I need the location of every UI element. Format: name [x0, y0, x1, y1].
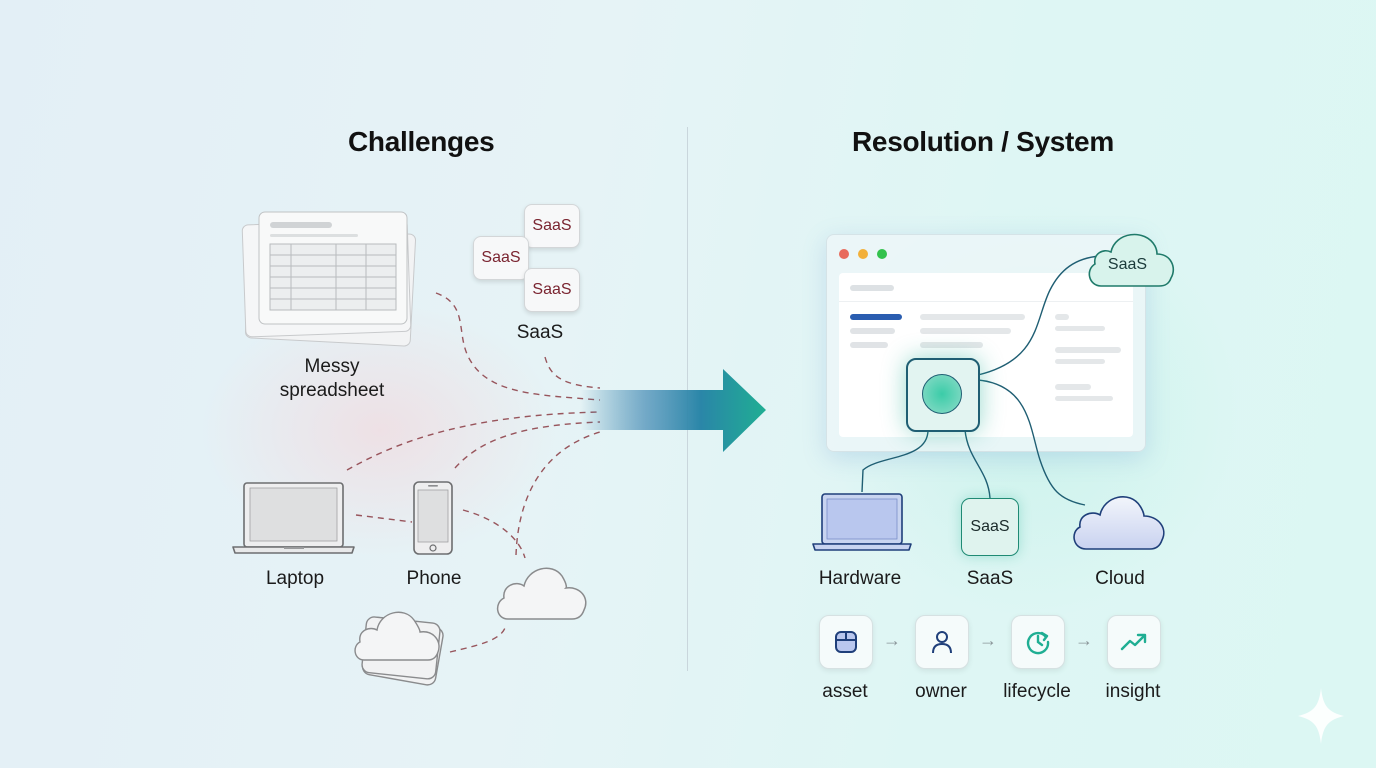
placeholder-bar: [920, 314, 1025, 320]
saas-box-text: SaaS: [970, 518, 1010, 535]
window-close-dot[interactable]: [839, 249, 849, 259]
placeholder-bar: [1055, 384, 1091, 390]
window-maximize-dot[interactable]: [877, 249, 887, 259]
category-label-saas: SaaS: [966, 568, 1014, 589]
transition-arrow: [580, 369, 766, 452]
placeholder-bar: [1055, 359, 1105, 364]
flow-tile-asset[interactable]: [819, 615, 873, 669]
saas-tag: SaaS: [473, 236, 529, 280]
laptop-label: Laptop: [265, 568, 325, 589]
spreadsheet-label-line2: spreadsheet: [279, 380, 385, 401]
trend-up-icon: [1120, 633, 1147, 651]
saas-cloud-label: SaaS: [1107, 256, 1148, 273]
flow-arrow-icon: →: [1075, 630, 1093, 650]
phone-icon: [413, 481, 453, 555]
flow-label-owner: owner: [915, 681, 967, 702]
hub-node[interactable]: [906, 358, 980, 432]
hub-core: [922, 374, 962, 414]
active-nav-bar: [850, 314, 902, 320]
window-content: [839, 273, 1133, 437]
phone-label: Phone: [406, 568, 462, 589]
content-divider: [839, 301, 1133, 302]
asset-box-icon: [835, 631, 857, 653]
challenges-heading: Challenges: [348, 126, 495, 157]
placeholder-bar: [920, 342, 983, 348]
placeholder-bar: [850, 342, 888, 348]
laptop-icon: [232, 482, 355, 554]
flow-tile-insight[interactable]: [1107, 615, 1161, 669]
stacked-clouds-icon: [354, 611, 444, 686]
placeholder-bar: [1055, 314, 1069, 320]
hardware-laptop-icon: [812, 493, 912, 551]
saas-tag: SaaS: [524, 268, 580, 312]
spreadsheet-label-line1: Messy: [304, 356, 360, 377]
category-label-cloud: Cloud: [1095, 568, 1145, 589]
cloud-icon: [496, 567, 587, 620]
saas-cloud-icon: [1088, 233, 1175, 287]
cloud-icon: [1073, 496, 1165, 550]
saas-tag: SaaS: [524, 204, 580, 248]
placeholder-bar: [1055, 326, 1105, 331]
window-minimize-dot[interactable]: [858, 249, 868, 259]
flow-label-lifecycle: lifecycle: [1003, 681, 1071, 702]
flow-label-insight: insight: [1105, 681, 1161, 702]
flow-tile-lifecycle[interactable]: [1011, 615, 1065, 669]
sparkle-icon: [1298, 688, 1344, 744]
flow-tile-owner[interactable]: [915, 615, 969, 669]
spreadsheet-label: Messy spreadsheet: [262, 355, 402, 403]
category-label-hardware: Hardware: [818, 568, 902, 589]
saas-label: SaaS: [516, 322, 564, 343]
flow-arrow-icon: →: [979, 630, 997, 650]
clock-refresh-icon: [1026, 631, 1050, 655]
placeholder-bar: [1055, 347, 1121, 353]
saas-box-icon: SaaS: [961, 498, 1019, 556]
placeholder-bar: [850, 328, 895, 334]
resolution-heading: Resolution / System: [852, 126, 1114, 157]
flow-arrow-icon: →: [883, 630, 901, 650]
flow-label-asset: asset: [822, 681, 868, 702]
spreadsheet-icon: [241, 211, 417, 347]
user-icon: [932, 631, 952, 654]
placeholder-bar: [1055, 396, 1113, 401]
placeholder-bar: [850, 285, 894, 291]
placeholder-bar: [920, 328, 1011, 334]
